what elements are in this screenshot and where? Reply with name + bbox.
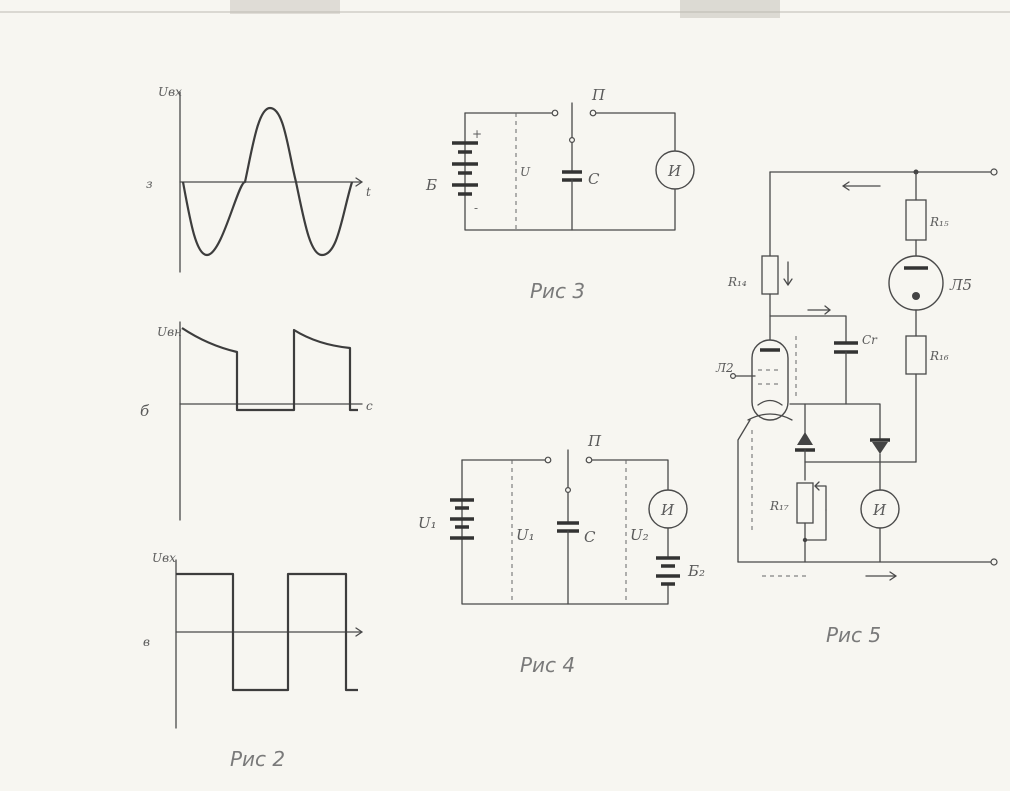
fig4-top-wire-right [591,459,669,491]
fig3-switch-label: П [591,86,606,104]
fig4-meter [648,489,688,529]
fig3-terminal-right [589,109,597,117]
tape-marks [0,0,1010,18]
graph-b-origin-label: б [140,402,150,420]
fig4-terminal-left [544,456,552,464]
fig4-terminal-right [585,456,593,464]
figure-5: R₁₄ Сr Л2 [715,168,998,647]
graph-b-y-label: Uвн [157,325,182,339]
fig4-bottom-wire [461,459,669,605]
fig4-meter-label: И [660,501,675,519]
fig5-r17-lead-bottom [804,509,827,541]
graph-a-origin-label: з [146,177,153,191]
fig4-voltage1-label: U₁ [516,526,535,544]
fig5-lamp-l5 [888,255,944,311]
graph-b-x-label: c [366,399,373,413]
graph-c: Uвх в [143,551,363,729]
graph-b-waveform [181,327,358,412]
fig5-tube-l2 [747,339,793,421]
fig5-r15 [905,199,927,241]
fig4-voltage2-label: U₂ [630,526,649,544]
fig4-battery-1 [450,498,474,540]
graph-c-x-arrow [355,627,363,637]
fig4-switch-label: П [587,432,602,450]
fig5-l5-label: Л5 [949,276,972,294]
figure-3: + - И Б U С П Рис 3 [425,86,695,303]
fig5-filament-lead [737,419,751,563]
fig5-r17-label: R₁₇ [769,499,789,513]
fig5-r14-label: R₁₄ [727,275,747,289]
fig5-diode-left [797,432,813,445]
fig3-plus-label: + [472,127,482,141]
fig4-battery-2 [656,556,680,586]
fig4-capacitor-label: С [584,528,596,546]
fig3-top-wire-right [595,112,676,151]
fig3-meter-label: И [667,162,682,180]
fig3-battery-label: Б [425,176,437,194]
fig5-capacitor-label: Сr [862,333,878,347]
fig4-battery1-label: U₁ [418,514,437,532]
fig3-capacitor-label: С [588,170,600,188]
fig5-r17 [796,482,814,524]
graph-a-x-label: t [366,185,371,199]
figure-3-caption: Рис 3 [530,279,585,303]
graph-a-sine-wave [181,106,354,257]
fig5-r15-label: R₁₅ [929,215,949,229]
fig3-switch-pivot [568,137,575,144]
fig3-battery [452,141,478,196]
fig5-grid-terminal [729,373,736,380]
figure-4: И U₁ U₁ С U₂ П Б₂ Рис 4 [418,432,705,677]
fig3-meter [655,150,695,190]
fig5-diode-right [872,442,888,454]
fig5-top-terminal [990,168,998,176]
fig5-r16 [905,335,927,375]
fig5-bottom-terminal [990,558,998,566]
graph-a: Uвх з t [146,85,371,273]
figure-2-caption: Рис 2 [230,747,285,771]
graph-b: Uвн б c [140,321,373,521]
fig5-r16-label: R₁₆ [929,349,949,363]
fig5-cap-wire-top [769,315,847,343]
fig5-cathode-wire [789,403,881,441]
fig4-battery2-label: Б₂ [687,562,705,580]
graph-a-y-label: Uвх [158,85,182,99]
fig5-meter-label: И [872,501,887,519]
fig4-switch-pivot [564,487,571,494]
fig5-l2-label: Л2 [715,361,734,375]
figure-5-caption: Рис 5 [826,623,881,647]
graph-c-square-wave [176,572,358,692]
fig5-r14 [761,255,779,295]
fig3-minus-label: - [474,201,478,215]
graph-c-y-label: Uвх [152,551,176,565]
figure-2: Uвх з t Uвн б c Uвх в Рис 2 [140,85,373,771]
graph-c-origin-label: в [143,635,150,649]
fig3-voltage-label: U [520,165,531,179]
fig3-terminal-left [551,109,559,117]
fig5-r17-wiper [814,485,827,511]
figure-4-caption: Рис 4 [520,653,575,677]
graph-a-x-arrow [355,177,363,187]
